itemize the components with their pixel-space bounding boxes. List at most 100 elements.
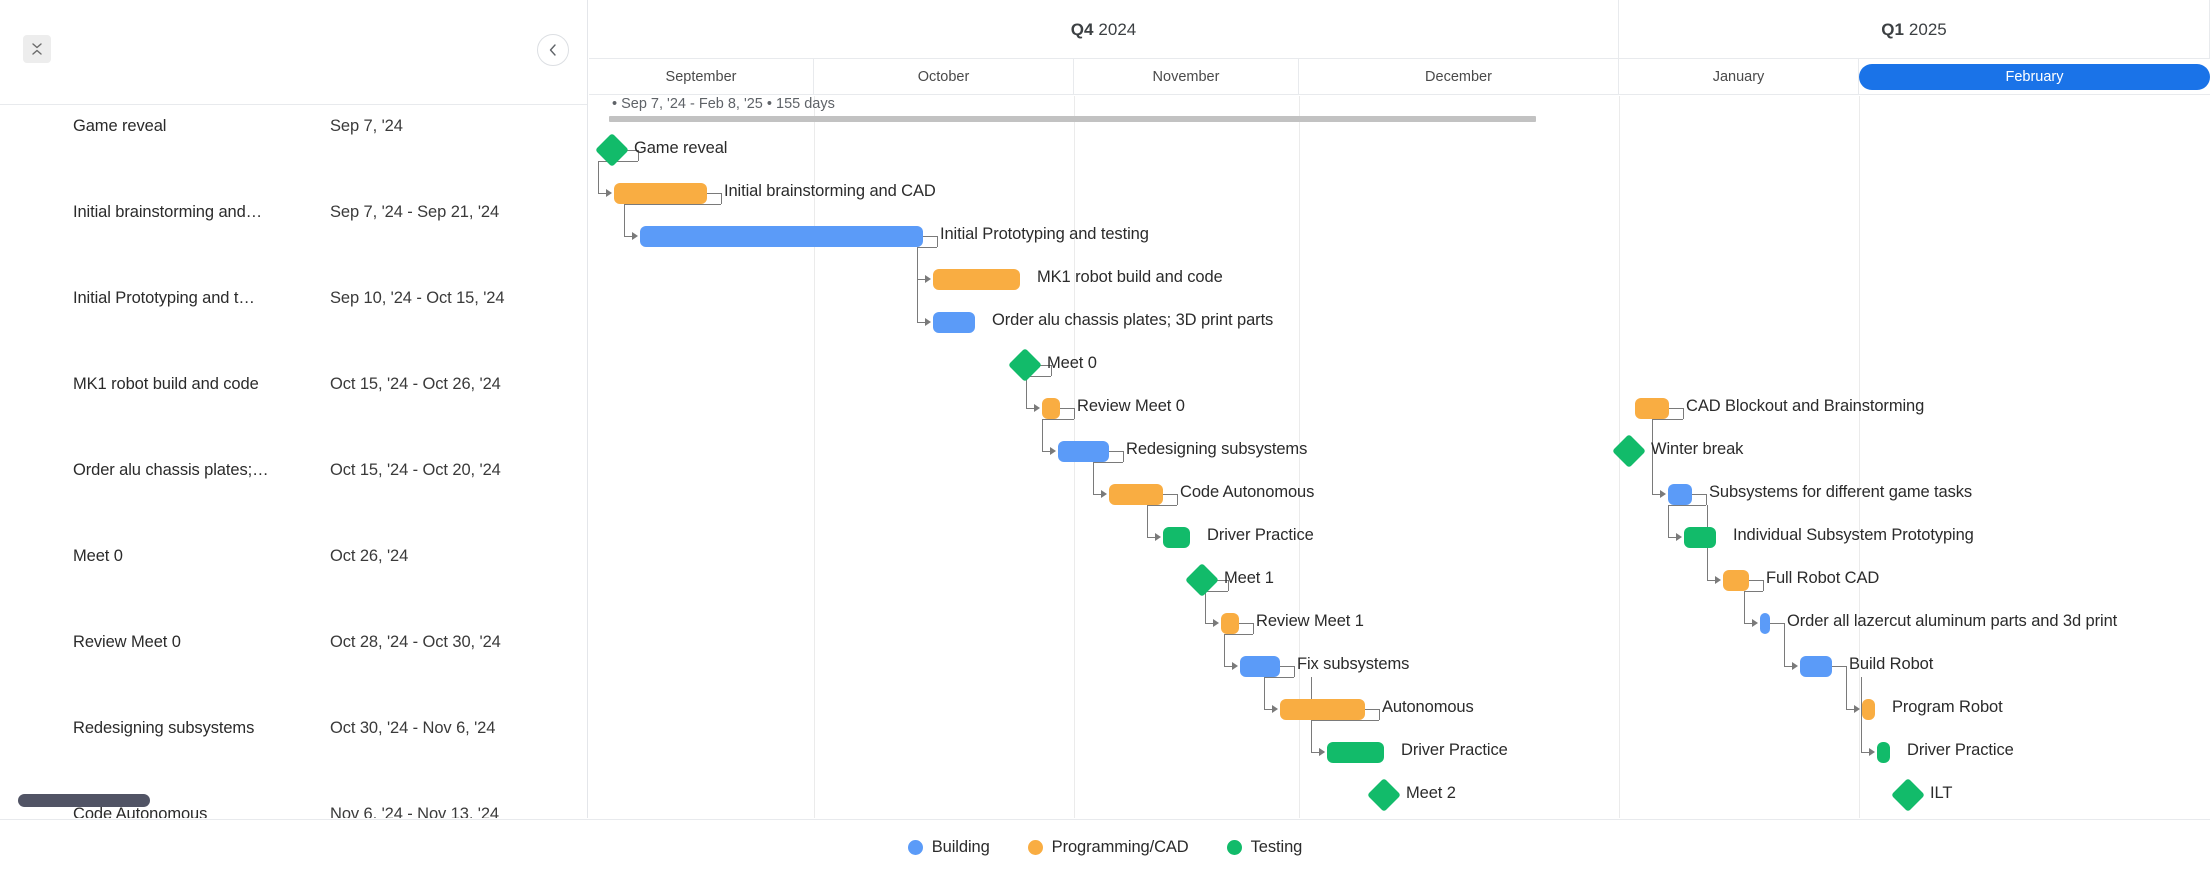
- legend-color-dot: [907, 839, 923, 855]
- gantt-bar-label: Program Robot: [1892, 698, 2003, 716]
- task-dates: Oct 28, '24 - Oct 30, '24: [330, 633, 501, 651]
- gantt-bar[interactable]: [1221, 613, 1239, 634]
- task-dates: Sep 7, '24 - Sep 21, '24: [330, 203, 500, 221]
- dependency-line: [1026, 376, 1051, 377]
- gantt-bar[interactable]: [1163, 527, 1190, 548]
- dependency-line: [1379, 709, 1380, 720]
- milestone-marker[interactable]: [1367, 778, 1401, 812]
- dependency-line: [1832, 666, 1846, 667]
- gantt-bar[interactable]: [1042, 398, 1060, 419]
- task-name: Redesigning subsystems: [73, 719, 255, 737]
- milestone-marker[interactable]: [1891, 778, 1925, 812]
- gantt-bar[interactable]: [1877, 742, 1890, 763]
- task-row[interactable]: Initial Prototyping and t…Sep 10, '24 - …: [0, 277, 587, 320]
- left-panel-toolbar: [0, 0, 587, 105]
- dependency-line: [1763, 580, 1764, 591]
- gantt-bar[interactable]: [1800, 656, 1832, 677]
- horizontal-scrollbar[interactable]: [0, 790, 587, 812]
- dependency-line: [1749, 580, 1763, 581]
- dependency-line: [1042, 419, 1074, 420]
- dependency-arrowhead: [925, 275, 931, 283]
- legend-color-dot: [1226, 839, 1242, 855]
- gantt-bar-label: Driver Practice: [1207, 526, 1314, 544]
- dependency-line: [1861, 752, 1870, 753]
- legend-color-dot: [1027, 839, 1043, 855]
- gantt-bar-label: Full Robot CAD: [1766, 569, 1880, 587]
- legend-label: Testing: [1250, 837, 1303, 856]
- collapse-vertical-icon[interactable]: [23, 35, 51, 63]
- gantt-bar[interactable]: [1058, 441, 1109, 462]
- current-month-pill: February: [1859, 64, 2210, 90]
- chevron-left-icon[interactable]: [537, 34, 569, 66]
- quarter-year: 2024: [1098, 19, 1137, 39]
- dependency-line: [1224, 634, 1225, 666]
- task-row[interactable]: Initial brainstorming and… Sep 7, '24 - S…: [0, 191, 587, 234]
- milestone-marker[interactable]: [1612, 434, 1646, 468]
- gantt-bar[interactable]: [1327, 742, 1384, 763]
- dependency-line: [1026, 408, 1035, 409]
- gantt-bar[interactable]: [640, 226, 923, 247]
- gantt-bar-label: Fix subsystems: [1297, 655, 1410, 673]
- task-name: MK1 robot build and code: [73, 375, 259, 393]
- dependency-line: [1037, 365, 1051, 366]
- month-header-cell[interactable]: October: [814, 59, 1074, 95]
- task-name: Initial brainstorming and…: [73, 203, 263, 221]
- dependency-arrowhead: [632, 232, 638, 240]
- dependency-line: [1668, 505, 1669, 537]
- gantt-bar[interactable]: [1723, 570, 1749, 591]
- task-name: Initial Prototyping and t…: [73, 289, 255, 307]
- gantt-bar[interactable]: [1280, 699, 1365, 720]
- gantt-bar[interactable]: [1760, 613, 1770, 634]
- dependency-line: [1239, 623, 1253, 624]
- gantt-bar[interactable]: [614, 183, 707, 204]
- task-row[interactable]: Order alu chassis plates;…Oct 15, '24 - …: [0, 449, 587, 492]
- gantt-grid-area[interactable]: • Sep 7, '24 - Feb 8, '25 • 155 days Gam…: [589, 96, 2210, 818]
- dependency-arrowhead: [1050, 447, 1056, 455]
- legend-item[interactable]: Testing: [1226, 837, 1303, 857]
- dependency-line: [624, 236, 633, 237]
- month-header-cell[interactable]: January: [1619, 59, 1859, 95]
- dependency-arrowhead: [1034, 404, 1040, 412]
- legend-item[interactable]: Programming/CAD: [1027, 838, 1189, 857]
- dependency-line: [1264, 677, 1265, 709]
- dependency-line: [1744, 591, 1745, 623]
- gantt-bar[interactable]: [933, 312, 975, 333]
- project-summary-text: • Sep 7, '24 - Feb 8, '25 • 155 days: [612, 96, 835, 112]
- month-header-cell[interactable]: November: [1074, 59, 1299, 95]
- gantt-bar[interactable]: [1668, 484, 1692, 505]
- dependency-line: [1652, 419, 1653, 494]
- gantt-bar[interactable]: [1240, 656, 1280, 677]
- legend-item[interactable]: Building: [907, 838, 990, 857]
- gantt-bar[interactable]: [933, 269, 1020, 290]
- dependency-line: [638, 150, 639, 161]
- gantt-bar-label: ILT: [1930, 784, 1953, 802]
- dependency-line: [1205, 591, 1228, 592]
- month-header-cell[interactable]: February: [1859, 59, 2210, 95]
- gantt-bar-label: Meet 2: [1406, 784, 1456, 802]
- gantt-bar[interactable]: [1109, 484, 1163, 505]
- gantt-bar[interactable]: [1862, 699, 1875, 720]
- dependency-line: [1311, 720, 1379, 721]
- dependency-line: [624, 204, 625, 236]
- month-header-cell[interactable]: September: [589, 59, 814, 95]
- dependency-arrowhead: [1676, 533, 1682, 541]
- gantt-bar-label: Driver Practice: [1907, 741, 2014, 759]
- dependency-arrowhead: [1213, 619, 1219, 627]
- dependency-line: [1744, 623, 1753, 624]
- dependency-line: [1770, 623, 1784, 624]
- dependency-line: [1707, 580, 1716, 581]
- gantt-bar[interactable]: [1635, 398, 1669, 419]
- month-header-cell[interactable]: December: [1299, 59, 1619, 95]
- horizontal-scrollbar-thumb[interactable]: [18, 794, 150, 807]
- dependency-line: [1093, 462, 1094, 494]
- gantt-bar[interactable]: [1684, 527, 1716, 548]
